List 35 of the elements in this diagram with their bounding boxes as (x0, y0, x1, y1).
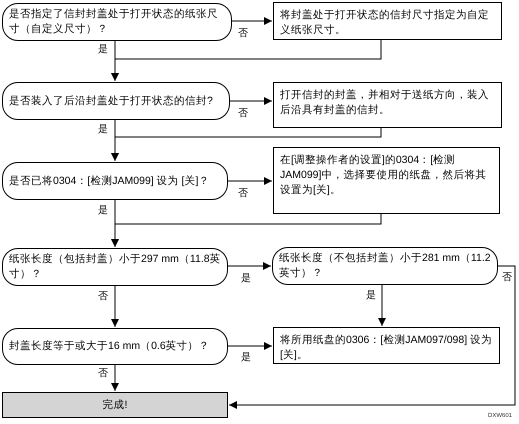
end-box: 完成! (2, 392, 228, 418)
edge-label: 是 (241, 352, 251, 364)
decision-box: 是否指定了信封封盖处于打开状态的纸张尺寸（自定义尺寸）？ (2, 3, 232, 41)
process-box: 在[调整操作者的设置]的0304：[检测JAM099]中，选择要使用的纸盘，然后将其设置为[关]。 (273, 147, 500, 214)
arrow (228, 262, 272, 270)
process-box: 将封盖处于打开状态的信封尺寸指定为自定义纸张尺寸。 (273, 2, 502, 40)
process-box: 将所用纸盘的0306：[检测JAM097/098] 设为 [关]。 (273, 327, 500, 364)
edge-label: 否 (98, 291, 108, 303)
edge-label: 否 (238, 188, 248, 200)
edge-label: 是 (366, 290, 376, 302)
edge-label: 是 (98, 205, 108, 217)
arrow (111, 286, 119, 328)
edge-label: 否 (238, 108, 248, 120)
process-box: 打开信封的封盖，并相对于送纸方向，装入后沿具有封盖的信封。 (273, 82, 502, 128)
edge-label: 是 (98, 44, 108, 56)
arrow (228, 266, 516, 409)
edge-label: 否 (238, 28, 248, 40)
edge-label: 否 (98, 368, 108, 380)
arrow (228, 342, 272, 350)
arrow (111, 364, 119, 392)
arrow (111, 214, 382, 248)
edge-label: 是 (241, 273, 251, 285)
arrow (232, 17, 272, 25)
arrow (228, 177, 272, 185)
edge-label: 是 (98, 124, 108, 136)
arrow (111, 40, 382, 82)
decision-box: 是否装入了后沿封盖处于打开状态的信封? (2, 82, 230, 120)
decision-box: 是否已将0304：[检测JAM099] 设为 [关]？ (2, 162, 228, 200)
decision-box: 纸张长度（不包括封盖）小于281 mm（11.2英寸）？ (272, 247, 498, 285)
arrow (111, 128, 382, 162)
decision-box: 纸张长度（包括封盖）小于297 mm（11.8英寸）？ (2, 248, 228, 286)
arrow (230, 97, 272, 105)
arrow (378, 284, 386, 326)
decision-box: 封盖长度等于或大于16 mm（0.6英寸）？ (2, 328, 228, 365)
edge-label: 否 (502, 272, 512, 284)
